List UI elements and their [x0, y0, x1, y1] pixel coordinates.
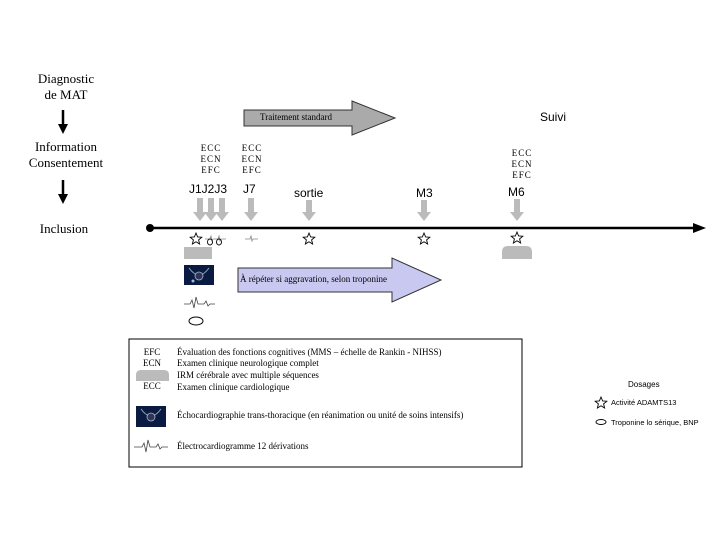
consentement-text: Consentement	[28, 155, 104, 170]
exam-efc: EFC	[242, 165, 262, 175]
ecg-icon	[134, 439, 168, 453]
troponin-oval-icon	[216, 238, 222, 246]
repeat-label: À répéter si aggravation, selon troponin…	[240, 274, 387, 284]
timepoint-arrow-j7	[244, 198, 258, 221]
treatment-label: Traitement standard	[260, 112, 332, 122]
exam-efc: EFC	[201, 165, 221, 175]
star-icon	[189, 231, 203, 245]
dosages-title: Dosages	[628, 380, 660, 389]
legend-ecc-text: Examen clinique cardiologique	[177, 382, 290, 392]
timepoint-j7: J7	[243, 182, 256, 196]
exam-ecn: ECN	[511, 159, 533, 169]
legend-irm-text: IRM cérébrale avec multiple séquences	[177, 370, 319, 380]
repeat-arrow	[237, 257, 443, 303]
legend-codes: EFC ECN	[132, 347, 172, 369]
timeline-arrow	[146, 223, 706, 233]
exam-ecc: ECC	[511, 148, 533, 158]
down-arrow-consent	[58, 180, 68, 204]
troponin-oval-icon	[595, 419, 607, 425]
information-text: Information	[34, 139, 98, 154]
irm-scanner-icon	[502, 246, 532, 259]
diagnostic-text: Diagnostic	[37, 71, 95, 86]
exam-ecn: ECN	[241, 154, 263, 164]
exam-ecc: ECC	[241, 143, 263, 153]
star-icon	[510, 230, 524, 244]
information-label: Information Consentement	[8, 139, 124, 171]
exam-ecc: ECC	[200, 143, 222, 153]
timepoint-arrow-j2	[204, 198, 218, 221]
troponin-oval-icon	[207, 238, 213, 246]
timepoint-m6: M6	[508, 185, 525, 199]
star-icon	[302, 231, 316, 245]
legend-box	[128, 338, 523, 468]
echocardiography-icon	[136, 406, 166, 427]
dosages-adamts13: Activité ADAMTS13	[611, 398, 677, 407]
timepoint-sortie: sortie	[294, 186, 324, 200]
star-icon	[417, 231, 431, 245]
troponin-oval-icon	[188, 316, 204, 326]
ecg-small-icon	[245, 234, 258, 243]
exam-stack-j7: ECC ECN EFC	[237, 143, 267, 176]
treatment-arrow	[243, 100, 397, 136]
exam-efc: EFC	[512, 170, 532, 180]
dosages-troponine: Troponine lo sérique, BNP	[611, 418, 699, 427]
de-mat-text: de MAT	[44, 87, 88, 102]
legend-code-ecc: ECC	[143, 381, 161, 391]
down-arrow-diagnostic	[58, 110, 68, 134]
exam-stack-m6: ECC ECN EFC	[507, 148, 537, 181]
ecg-icon	[184, 296, 215, 309]
exam-ecn: ECN	[200, 154, 222, 164]
exam-stack-j1: ECC ECN EFC	[196, 143, 226, 176]
timepoint-j1j2j3: J1J2J3	[189, 182, 228, 196]
timepoint-arrow-j1	[193, 198, 207, 221]
legend-code-ecn: ECN	[143, 358, 161, 368]
timepoint-arrow-j3	[215, 198, 229, 221]
legend-efc-text: Évaluation des fonctions cognitives (MMS…	[177, 347, 442, 357]
diagnostic-label: Diagnostic de MAT	[8, 71, 124, 103]
suivi-label: Suivi	[540, 110, 567, 124]
timepoint-arrow-sortie	[302, 200, 316, 221]
timepoint-arrow-m6	[510, 199, 524, 221]
timepoint-m3: M3	[416, 186, 433, 200]
echocardiography-icon	[184, 265, 214, 285]
legend-code-efc: EFC	[143, 347, 161, 357]
legend-echo-text: Échocardiographie trans-thoracique (en r…	[177, 410, 464, 420]
irm-scanner-icon	[184, 247, 212, 259]
timepoint-arrow-m3	[417, 200, 431, 221]
legend-ecn-text: Examen clinique neurologique complet	[177, 358, 319, 368]
star-icon	[594, 395, 608, 409]
irm-scanner-icon	[136, 370, 169, 381]
legend-ecg-text: Électrocardiogramme 12 dérivations	[177, 441, 309, 451]
inclusion-label: Inclusion	[39, 221, 89, 236]
